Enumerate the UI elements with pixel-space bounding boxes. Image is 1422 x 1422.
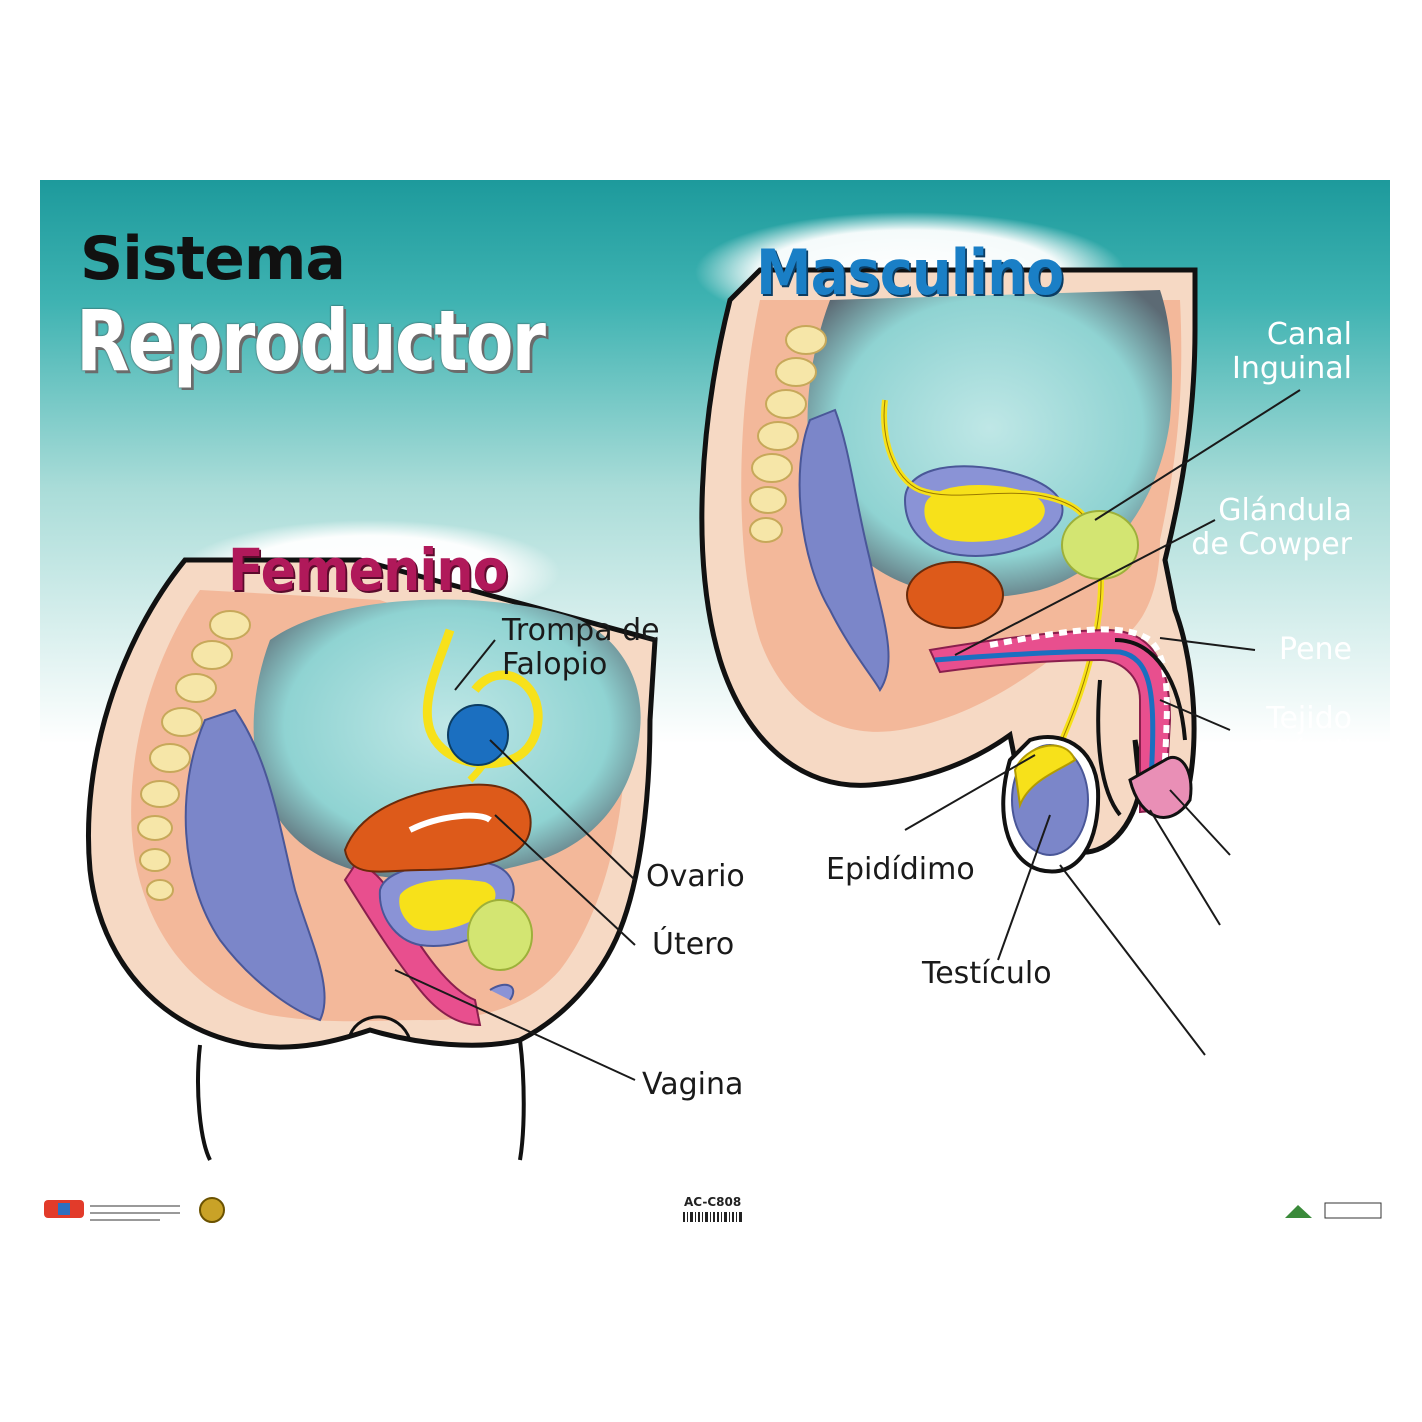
- label-cowper-gland: Glándula de Cowper: [1191, 493, 1352, 562]
- label-vagina: Vagina: [642, 1067, 744, 1102]
- label-uterus: Útero: [652, 927, 735, 962]
- seal-icon: [199, 1197, 225, 1223]
- label-epididymis: Epidídimo: [826, 852, 975, 887]
- label-fallopian-tube: Trompa de Falopio: [502, 613, 660, 682]
- male-section-heading: Masculino: [756, 236, 1064, 309]
- tree-logo: [1285, 1205, 1312, 1218]
- poster-title-line1: Sistema: [80, 224, 346, 294]
- female-section-heading: Femenino: [228, 536, 509, 604]
- poster-title-line2: Reproductor: [76, 292, 546, 390]
- leader-lines: [394, 389, 1301, 1081]
- brand-logo: [1324, 1202, 1382, 1219]
- footer-marks: [44, 1197, 1382, 1223]
- label-inguinal-canal: Canal Inguinal: [1232, 317, 1352, 386]
- male-figure: [699, 267, 1198, 874]
- label-glans: Glande: [1245, 839, 1352, 874]
- label-erectile-tissue: Tejido Eréctil: [1257, 701, 1352, 770]
- label-urethra: Uretra: [1257, 909, 1352, 944]
- label-testicle: Testículo: [922, 956, 1052, 991]
- label-ovary: Ovario: [646, 859, 745, 894]
- barcode: [683, 1212, 742, 1222]
- label-scrotum: Escroto: [1240, 1049, 1352, 1084]
- label-penis: Pene: [1279, 632, 1352, 667]
- female-figure: [85, 557, 658, 1161]
- product-code: AC-C808: [684, 1195, 742, 1209]
